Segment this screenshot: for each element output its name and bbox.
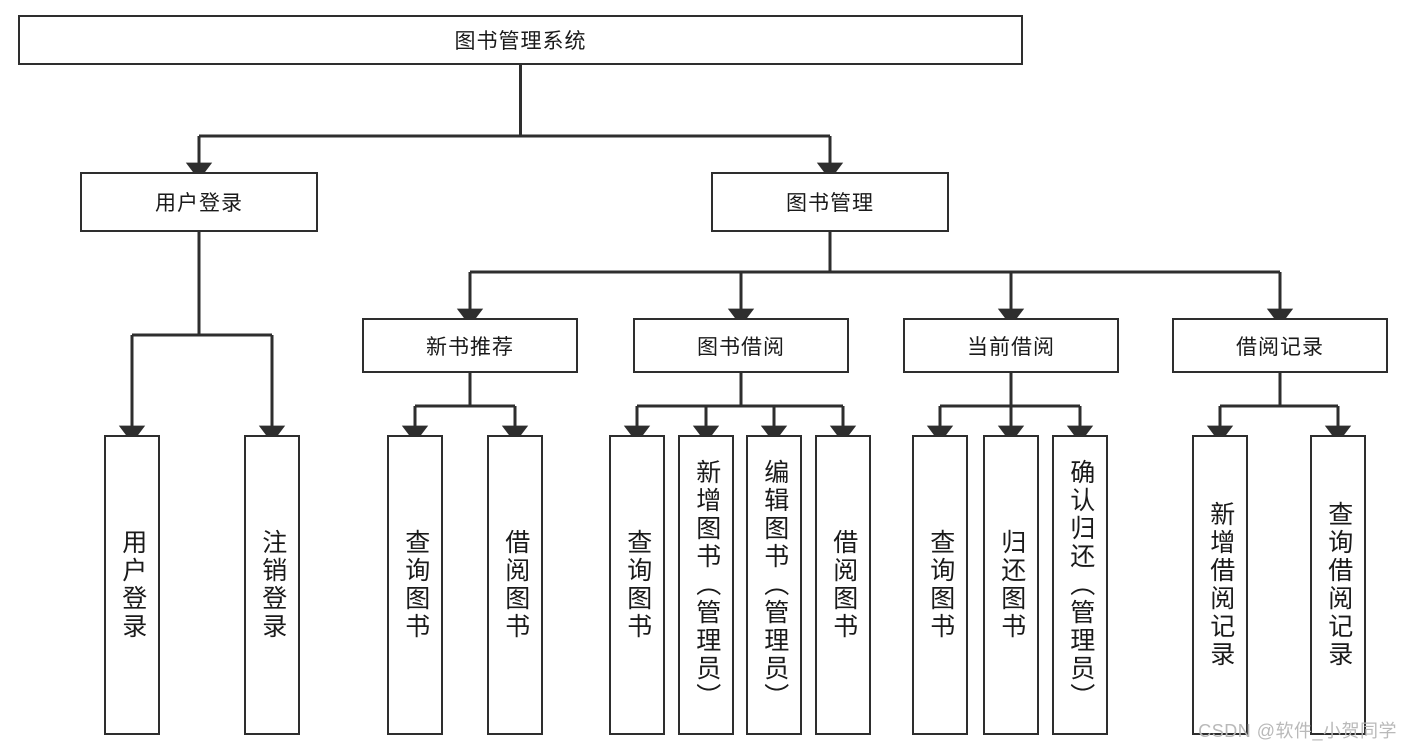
node-label: 图书借阅 — [697, 335, 785, 359]
node-borrow[interactable]: 图书借阅 — [633, 318, 849, 373]
node-bo-borrow[interactable]: 借阅图书 — [815, 435, 871, 735]
node-label: 归还图书 — [997, 529, 1026, 641]
node-rc-query[interactable]: 查询借阅记录 — [1310, 435, 1366, 735]
node-nb-borrow[interactable]: 借阅图书 — [487, 435, 543, 735]
node-user-logout[interactable]: 注销登录 — [244, 435, 300, 735]
node-root[interactable]: 图书管理系统 — [18, 15, 1023, 65]
node-bo-add[interactable]: 新增图书（管理员） — [678, 435, 734, 735]
node-newbook[interactable]: 新书推荐 — [362, 318, 578, 373]
node-label: 借阅记录 — [1236, 335, 1324, 359]
node-records[interactable]: 借阅记录 — [1172, 318, 1388, 373]
node-bo-edit[interactable]: 编辑图书（管理员） — [746, 435, 802, 735]
node-label: 新增借阅记录 — [1206, 501, 1235, 669]
node-bo-query[interactable]: 查询图书 — [609, 435, 665, 735]
csdn-watermark: CSDN @软件_小贺同学 — [1198, 721, 1397, 741]
node-label: 查询图书 — [926, 529, 955, 641]
node-label: 查询图书 — [623, 529, 652, 641]
node-cu-return[interactable]: 归还图书 — [983, 435, 1039, 735]
node-label: 图书管理 — [786, 192, 874, 215]
node-user-login[interactable]: 用户登录 — [104, 435, 160, 735]
node-label: 图书管理系统 — [454, 30, 587, 53]
node-label: 用户登录 — [118, 529, 147, 641]
node-cu-confirm[interactable]: 确认归还（管理员） — [1052, 435, 1108, 735]
node-label: 注销登录 — [258, 529, 287, 641]
node-label: 查询图书 — [401, 529, 430, 641]
node-cu-query[interactable]: 查询图书 — [912, 435, 968, 735]
node-label: 确认归还（管理员） — [1066, 459, 1095, 711]
node-nb-query[interactable]: 查询图书 — [387, 435, 443, 735]
node-label: 借阅图书 — [829, 529, 858, 641]
node-rc-add[interactable]: 新增借阅记录 — [1192, 435, 1248, 735]
node-label: 编辑图书（管理员） — [760, 459, 789, 711]
node-bookmgmt[interactable]: 图书管理 — [711, 172, 949, 232]
node-label: 当前借阅 — [967, 335, 1055, 359]
node-label: 借阅图书 — [501, 529, 530, 641]
node-label: 新增图书（管理员） — [692, 459, 721, 711]
node-label: 新书推荐 — [426, 335, 514, 359]
node-current[interactable]: 当前借阅 — [903, 318, 1119, 373]
node-label: 查询借阅记录 — [1324, 501, 1353, 669]
node-login[interactable]: 用户登录 — [80, 172, 318, 232]
node-label: 用户登录 — [155, 192, 243, 215]
